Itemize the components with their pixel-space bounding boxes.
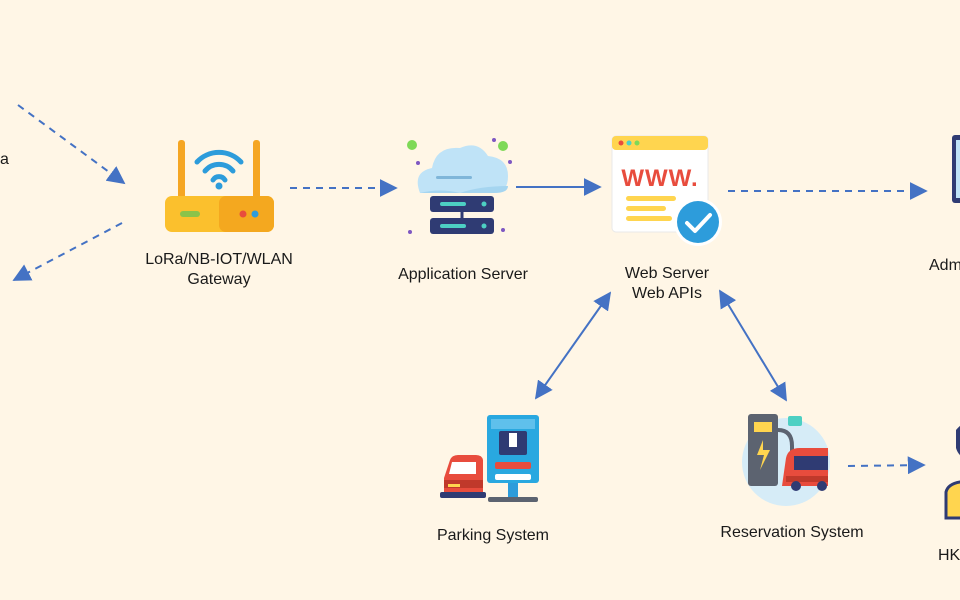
user-icon [944,425,960,520]
partial-node-label: a [0,151,9,168]
monitor-icon [952,135,960,203]
parking-label: Parking System [436,527,550,544]
hk-label: HK [938,547,960,564]
arrow-reservation-to-hk [847,456,926,475]
gateway-label: LoRa/NB-IOT/WLAN Gateway [120,250,318,290]
arrow-left-out [12,222,123,281]
svg-text:WWW.: WWW. [621,165,698,192]
wifi-router-icon [165,140,274,232]
admin-label: Adm [929,257,960,274]
reservation-label: Reservation System [720,524,864,541]
cloud-server-icon [407,138,512,234]
arrow-web-server-reservation [719,289,787,402]
web-server-label-line2: Web APIs [632,285,702,302]
web-server-label: Web Server Web APIs [592,264,742,304]
gateway-label-line1: LoRa/NB-IOT/WLAN [145,251,293,268]
website-check-icon: WWW. [611,135,722,246]
web-server-label-line1: Web Server [624,265,710,282]
app-server-label: Application Server [398,266,528,283]
arrow-web-server-parking [534,291,612,400]
arrow-left-in [17,104,126,185]
parking-meter-car-icon [440,415,539,502]
charging-station-car-icon [742,414,830,506]
gateway-label-line2: Gateway [187,271,251,288]
